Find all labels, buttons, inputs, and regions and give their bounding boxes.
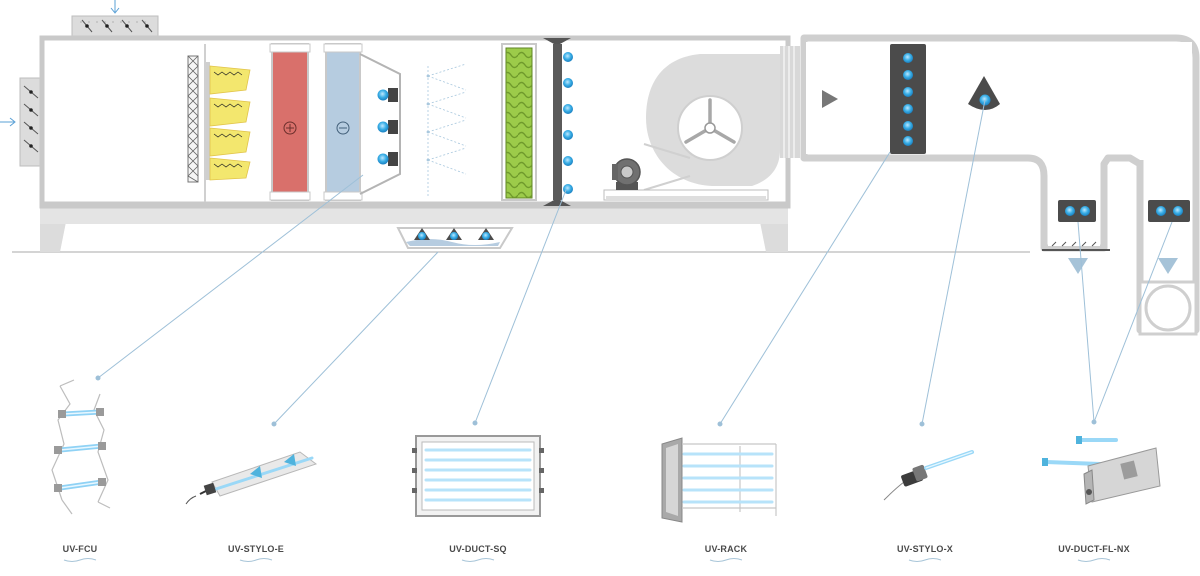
duct-sq-uv-lamps [563, 52, 573, 194]
product-label-uv-stylo-e: UV-STYLO-E [228, 544, 284, 554]
product-label-uv-stylo-x: UV-STYLO-X [897, 544, 953, 554]
top-intake-damper [71, 15, 159, 39]
spray-nozzles [426, 74, 430, 162]
side-intake-damper [19, 77, 43, 167]
side-inlet-arrow-icon [0, 117, 16, 127]
airflow-arrow-icon [822, 90, 838, 108]
product-label-uv-rack: UV-RACK [705, 544, 748, 554]
fcu-lamp-housing [359, 53, 401, 195]
bag-filters [206, 62, 251, 181]
callout-lines [95, 99, 1173, 427]
product-uv-fcu-image [51, 379, 111, 515]
drain-pan [396, 227, 514, 249]
pre-filter [187, 44, 206, 202]
branch-fan-coil [1138, 280, 1198, 336]
plus-icon [283, 121, 297, 135]
minus-icon [336, 121, 350, 135]
product-uv-duct-fl-nx-image [1042, 436, 1161, 505]
outlet-arrow-left-icon [1068, 258, 1088, 274]
supply-fan [643, 54, 780, 191]
fcu-uv-lamps [377, 89, 389, 165]
branch-lamp-left [1058, 200, 1096, 222]
heating-coil [269, 43, 311, 201]
diffuser-grille [1042, 241, 1110, 251]
cooling-coil [323, 43, 363, 201]
product-uv-rack-image [661, 437, 777, 523]
duct-sq-bank [543, 38, 571, 206]
product-uv-stylo-x-image [883, 450, 974, 501]
outlet-arrow-right-icon [1158, 258, 1178, 274]
product-uv-stylo-e-image [185, 451, 318, 505]
product-labels: UV-FCU UV-STYLO-E UV-DUCT-SQ UV-RACK UV-… [63, 544, 1130, 554]
green-media-coil [501, 43, 537, 201]
product-label-uv-duct-fl-nx: UV-DUCT-FL-NX [1058, 544, 1130, 554]
branch-lamp-right [1148, 200, 1190, 222]
flex-connector [780, 46, 800, 158]
label-underline-ticks [63, 558, 1111, 562]
top-inlet-arrow-icon [110, 0, 120, 14]
fan-motor [603, 158, 769, 201]
product-uv-duct-sq-image [412, 435, 544, 517]
duct-rack-panel [890, 44, 926, 154]
product-label-uv-duct-sq: UV-DUCT-SQ [449, 544, 507, 554]
duct-inner-space [806, 42, 1192, 154]
product-label-uv-fcu: UV-FCU [63, 544, 98, 554]
